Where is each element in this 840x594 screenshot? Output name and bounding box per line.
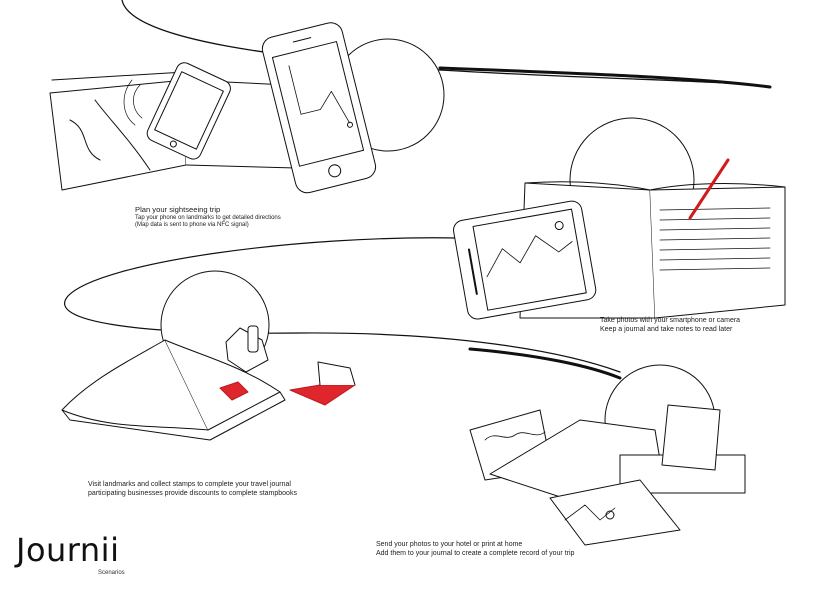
step-2-line-1: Take photos with your smartphone or came… <box>600 317 741 324</box>
path-line-3 <box>64 237 621 373</box>
step-1-title: Plan your sightseeing trip <box>135 205 221 214</box>
path-line-4 <box>468 347 622 380</box>
step-3-caption: Visit landmarks and collect stamps to co… <box>88 480 297 498</box>
brand-subtitle: Scenarios <box>98 570 125 576</box>
step-2-line-2: Keep a journal and take notes to read la… <box>600 326 733 333</box>
path-line-2 <box>438 66 772 89</box>
step-4-line-1: Send your photos to your hotel or print … <box>376 541 523 548</box>
step-4-caption: Send your photos to your hotel or print … <box>376 540 574 558</box>
scene-photos-journal-illustration <box>453 117 786 320</box>
step-3-line-1: Visit landmarks and collect stamps to co… <box>88 481 291 488</box>
path-line-1 <box>121 0 771 88</box>
step-2-caption: Take photos with your smartphone or came… <box>600 316 740 334</box>
step-3-line-2: participating businesses provide discoun… <box>88 490 297 497</box>
step-1-line-2: (Map data is sent to phone via NFC signa… <box>135 222 249 229</box>
step-1-line-1: Tap your phone on landmarks to get detai… <box>135 214 281 221</box>
step-4-line-2: Add them to your journal to create a com… <box>376 550 575 557</box>
brand-logo: Journii Scenarios <box>16 531 125 576</box>
scene-stamps-illustration <box>61 270 356 441</box>
scene-plan-trip-illustration <box>49 22 445 194</box>
brand-name: Journii <box>16 531 120 569</box>
scene-print-photos-illustration <box>469 364 746 546</box>
step-1-caption: Plan your sightseeing trip Tap your phon… <box>135 205 281 230</box>
